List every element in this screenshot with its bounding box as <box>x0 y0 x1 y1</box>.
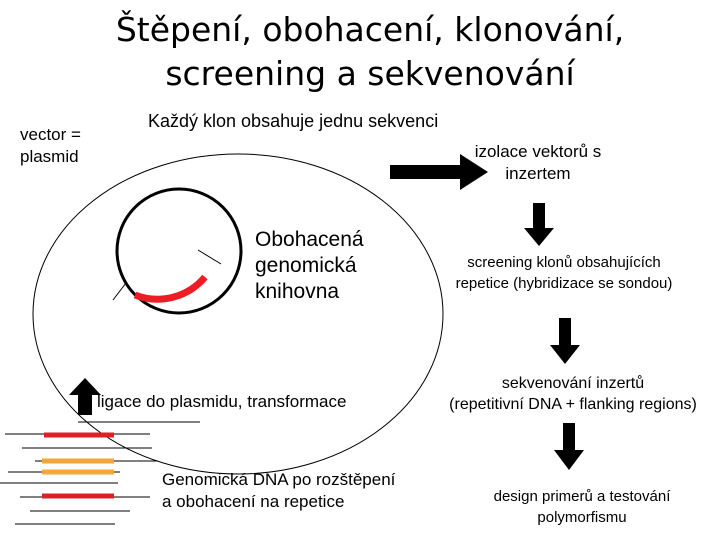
workflow-step-4: design primerů a testování polymorfismu <box>462 486 702 528</box>
vector-label-line-2: plasmid <box>20 146 81 168</box>
vector-label: vector = plasmid <box>20 124 81 168</box>
workflow-step-3: sekvenování inzertů (repetitivní DNA + f… <box>428 373 718 415</box>
workflow-step-2: screening klonů obsahujících repetice (h… <box>418 252 710 294</box>
ligation-label: ligace do plasmidu, transformace <box>97 391 346 413</box>
library-label-line-2: genomická <box>255 253 364 279</box>
step-4-line-2: polymorfismu <box>462 507 702 528</box>
step-2-line-1: screening klonů obsahujících <box>418 252 710 273</box>
library-label-line-3: knihovna <box>255 279 364 305</box>
step-1-line-2: inzertem <box>448 163 628 185</box>
arrow-down-icon <box>554 423 584 470</box>
step-3-line-2: (repetitivní DNA + flanking regions) <box>428 394 718 415</box>
insert-marker-right <box>198 250 221 264</box>
cell-ellipse <box>33 154 443 474</box>
arrow-down-icon <box>550 318 580 364</box>
clone-note: Každý klon obsahuje jednu sekvenci <box>148 110 438 132</box>
workflow-step-1: izolace vektorů s inzertem <box>448 141 628 185</box>
plasmid-insert <box>135 277 205 299</box>
genomic-label-line-1: Genomická DNA po rozštěpení <box>162 469 395 491</box>
library-label: Obohacená genomická knihovna <box>255 227 364 305</box>
genomic-label-line-2: a obohacení na repetice <box>162 491 395 513</box>
vector-label-line-1: vector = <box>20 124 81 146</box>
arrow-down-icon <box>524 203 554 246</box>
insert-marker-left <box>113 283 126 300</box>
step-2-line-2: repetice (hybridizace se sondou) <box>418 273 710 294</box>
step-3-line-1: sekvenování inzertů <box>428 373 718 394</box>
step-1-line-1: izolace vektorů s <box>448 141 628 163</box>
library-label-line-1: Obohacená <box>255 227 364 253</box>
step-4-line-1: design primerů a testování <box>462 486 702 507</box>
genomic-dna-label: Genomická DNA po rozštěpení a obohacení … <box>162 469 395 513</box>
